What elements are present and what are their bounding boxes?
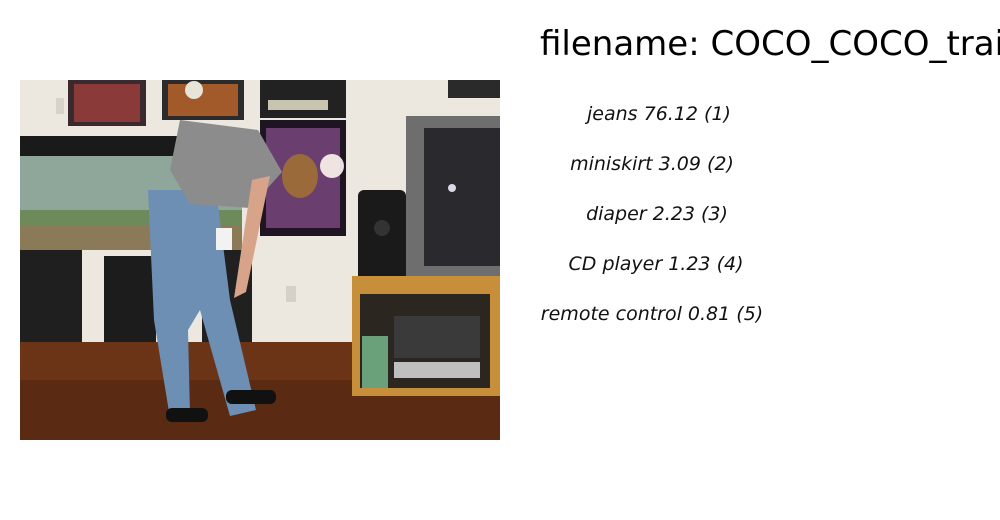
prediction-3: diaper 2.23 (3) <box>586 203 728 225</box>
title-region: filename: COCO_COCO_train <box>0 0 1000 80</box>
prediction-5: remote control 0.81 (5) <box>540 303 764 325</box>
filename-title: filename: COCO_COCO_train <box>540 24 1000 64</box>
prediction-2: miniskirt 3.09 (2) <box>570 153 734 175</box>
prediction-1: jeans 76.12 (1) <box>587 103 731 125</box>
photo <box>20 80 500 440</box>
prediction-4: CD player 1.23 (4) <box>568 253 744 275</box>
